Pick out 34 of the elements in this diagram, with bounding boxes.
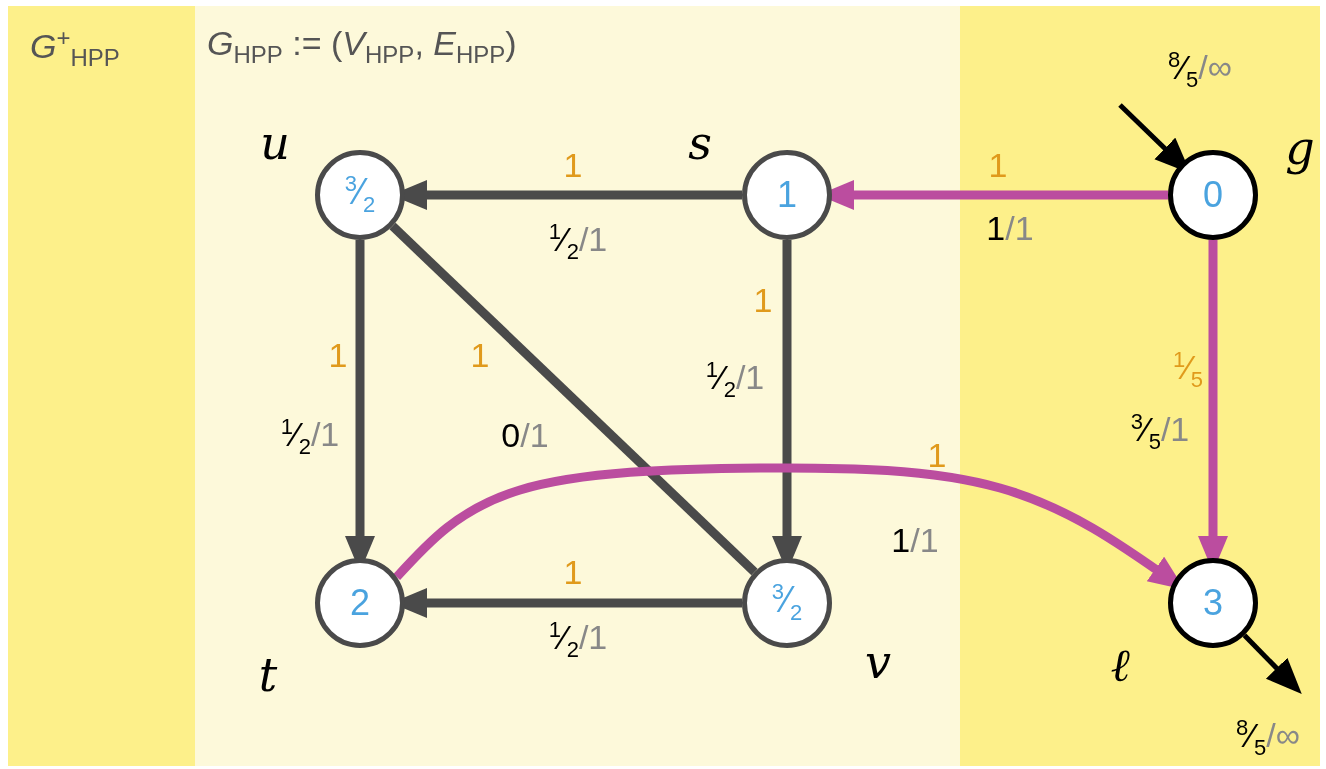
vertex-name: ℓ	[1110, 642, 1130, 688]
edge-label: $^{1}$⁄$_{5}$	[1172, 348, 1204, 392]
edge-label: 1	[470, 338, 490, 372]
vertex-value: $^{3}$⁄$_{2}$	[771, 581, 803, 625]
graph-vertex	[1168, 558, 1258, 648]
flow-label: 1/1	[891, 523, 939, 557]
graph-region	[8, 6, 1320, 766]
vertex-value: 0	[1203, 177, 1223, 213]
vertex-value: 2	[350, 585, 370, 621]
region-heading: G$_{HPP}$ := (V$_{HPP}$, E$_{HPP}$)	[207, 26, 517, 67]
flow-label: $^{8}$⁄$_{5}$/∞	[1236, 716, 1300, 760]
vertex-value: 3	[1203, 585, 1223, 621]
vertex-name: t	[258, 652, 278, 698]
vertex-value: 1	[777, 177, 797, 213]
flow-label: 0/1	[501, 418, 549, 452]
edge-label: 1	[927, 438, 947, 472]
vertex-value: $^{3}$⁄$_{2}$	[344, 173, 376, 217]
edge-label: 1	[563, 148, 583, 182]
edge-label: 1	[563, 555, 583, 589]
vertex-name: v	[865, 639, 891, 685]
edge-label: 1	[753, 283, 773, 317]
flow-label: $^{1}$⁄$_{2}$/1	[548, 618, 608, 662]
flow-label: $^{3}$⁄$_{5}$/1	[1130, 410, 1190, 454]
edge-label: 1	[988, 148, 1008, 182]
arrow	[1242, 633, 1302, 694]
flow-label: $^{1}$⁄$_{2}$/1	[705, 358, 765, 402]
flow-label: $^{1}$⁄$_{2}$/1	[280, 415, 340, 459]
graph-region	[195, 6, 960, 766]
flow-label: $^{1}$⁄$_{2}$/1	[548, 220, 608, 264]
edge-label: 1	[328, 338, 348, 372]
flow-label: 1/1	[986, 211, 1034, 245]
flow-label: $^{8}$⁄$_{5}$/∞	[1168, 48, 1232, 92]
vertex-name: s	[688, 120, 712, 166]
vertex-name: u	[260, 120, 290, 166]
